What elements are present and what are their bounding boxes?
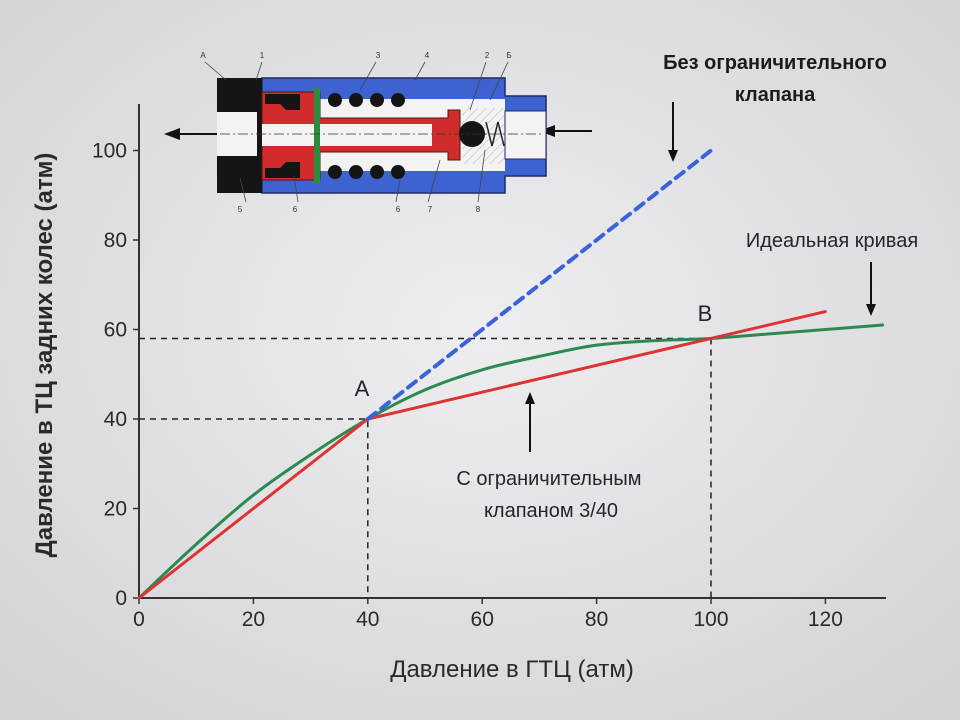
piston-rod-bore	[262, 124, 432, 146]
diagram-label-bottom: 5	[238, 205, 243, 214]
y-ticks: 0 20 40 60 80 100	[92, 140, 139, 610]
piston-cup-bottom	[265, 162, 300, 178]
x-tick-label: 40	[356, 608, 379, 631]
no-valve-arrowhead	[668, 150, 678, 162]
y-axis-title: Давление в ТЦ задних колес (атм)	[31, 153, 58, 558]
with-valve-label-line1: С ограничительным	[456, 468, 641, 490]
diagram-label-bottom: 7	[428, 205, 433, 214]
x-tick-label: 60	[471, 608, 494, 631]
x-tick-label: 100	[693, 608, 728, 631]
y-tick-label: 60	[104, 319, 127, 342]
series-group	[137, 148, 885, 600]
series-line-0	[137, 323, 885, 600]
diagram-label-top: 3	[376, 51, 381, 60]
spring	[328, 93, 405, 179]
y-tick-label: 0	[115, 587, 127, 610]
diagram-label-bottom: 8	[476, 205, 481, 214]
x-ticks: 0 20 40 60 80 100 120	[133, 598, 843, 631]
diagram-label-top: 4	[425, 51, 430, 60]
with-valve-arrowhead	[525, 392, 535, 404]
diagram-label-top: 2	[485, 51, 490, 60]
y-tick-label: 80	[104, 229, 127, 252]
x-tick-label: 0	[133, 608, 145, 631]
point-a-label: A	[355, 376, 370, 401]
ideal-curve-label: Идеальная кривая	[746, 230, 918, 252]
y-tick-label: 40	[104, 408, 127, 431]
diagram-label-top: Б	[506, 51, 511, 60]
piston-cup-top	[265, 94, 300, 110]
with-valve-label-line2: клапаном 3/40	[484, 500, 618, 522]
diagram-labels-bottom: 5 6 6 7 8	[238, 205, 481, 214]
leader-lines	[204, 61, 509, 203]
diagram-label-top: 1	[260, 51, 265, 60]
x-tick-label: 20	[242, 608, 265, 631]
diagram-labels-top: А 1 3 4 2 Б	[200, 51, 511, 60]
x-tick-label: 120	[808, 608, 843, 631]
diagram-label-bottom: 6	[396, 205, 401, 214]
valve-diagram: А 1 3 4 2 Б 5 6 6 7 8	[164, 51, 592, 214]
valve-inlet-bore	[504, 110, 547, 160]
series-line-2	[365, 148, 713, 421]
y-tick-label: 20	[104, 498, 127, 521]
point-b-label: B	[698, 301, 713, 326]
no-valve-label-line1: Без ограничительного	[663, 52, 887, 74]
inlet-arrowhead	[539, 125, 555, 137]
no-valve-label-line2: клапана	[735, 84, 816, 106]
diagram-label-top: А	[200, 51, 206, 60]
piston-seal	[314, 88, 320, 184]
ideal-arrowhead	[866, 304, 876, 316]
x-axis-title: Давление в ГТЦ (атм)	[390, 656, 634, 683]
outlet-arrowhead	[164, 128, 180, 140]
x-tick-label: 80	[585, 608, 608, 631]
y-tick-label: 100	[92, 140, 127, 163]
diagram-label-bottom: 6	[293, 205, 298, 214]
